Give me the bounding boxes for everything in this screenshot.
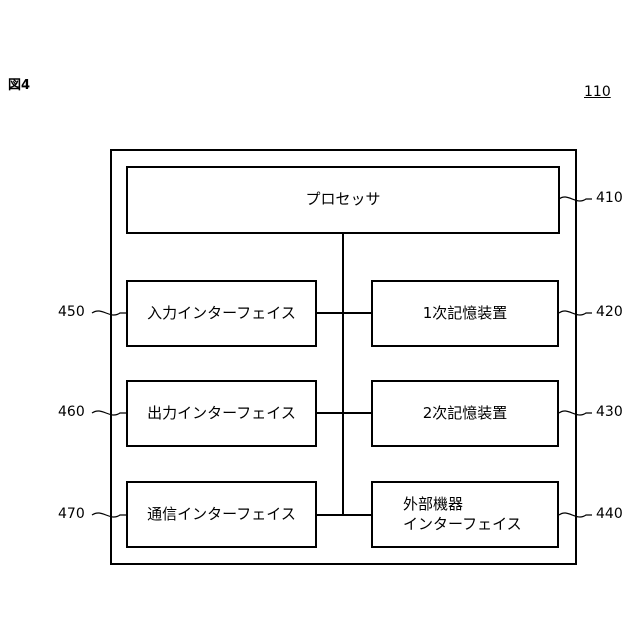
leader-410 [559,197,592,201]
leader-420 [559,311,592,315]
leader-450 [92,311,127,315]
ref-430: 430 [596,404,623,420]
processor-box: プロセッサ [126,166,560,234]
leader-470 [92,513,127,517]
secondary-storage-box: 2次記憶装置 [371,380,559,447]
leader-440 [559,513,592,517]
communication-interface-box: 通信インターフェイス [126,481,317,548]
external-device-interface-label-line1: 外部機器 [403,495,463,515]
ref-420: 420 [596,304,623,320]
leader-430 [559,411,592,415]
primary-storage-box: 1次記憶装置 [371,280,559,347]
ref-470: 470 [58,506,85,522]
processor-label: プロセッサ [305,190,380,210]
leader-460 [92,411,127,415]
ref-410: 410 [596,190,623,206]
external-device-interface-box: 外部機器 インターフェイス [371,481,559,548]
output-interface-label: 出力インターフェイス [147,404,296,424]
input-interface-label: 入力インターフェイス [147,304,296,324]
secondary-storage-label: 2次記憶装置 [423,404,508,424]
ref-450: 450 [58,304,85,320]
communication-interface-label: 通信インターフェイス [147,505,296,525]
external-device-interface-label-line2: インターフェイス [403,515,522,535]
ref-440: 440 [596,506,623,522]
input-interface-box: 入力インターフェイス [126,280,317,347]
primary-storage-label: 1次記憶装置 [423,304,508,324]
ref-460: 460 [58,404,85,420]
output-interface-box: 出力インターフェイス [126,380,317,447]
